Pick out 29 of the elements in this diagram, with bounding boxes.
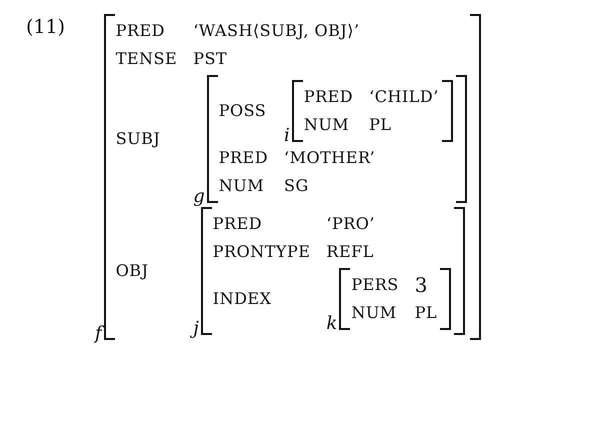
attribute-name: PRED <box>304 86 354 108</box>
attribute-name: POSS <box>218 100 268 122</box>
attribute-value: REFL <box>326 242 374 261</box>
attribute-name: PRED <box>212 213 264 235</box>
example-number: (11) <box>26 16 66 38</box>
attribute-value: PL <box>369 115 392 134</box>
attribute-name: PRED <box>116 20 166 42</box>
index-label: k <box>326 313 338 334</box>
attribute-name: SUBJ <box>116 128 162 150</box>
attribute-value: ‘MOTHER’ <box>284 148 376 167</box>
attribute-name: NUM <box>304 114 350 136</box>
attribute-value: 3 <box>414 273 428 297</box>
attribute-value: ‘CHILD’ <box>369 87 439 106</box>
index-label: i <box>284 125 290 146</box>
attribute-name: PERS <box>351 274 399 296</box>
attribute-name: PRONTYPE <box>212 241 310 263</box>
attribute-name: NUM <box>351 302 398 324</box>
attribute-name: OBJ <box>116 260 150 282</box>
attribute-name: PRED <box>218 147 268 169</box>
attribute-name: INDEX <box>212 288 272 310</box>
attribute-value: SG <box>284 176 309 195</box>
attribute-value: ‘WASH⟨SUBJ, OBJ⟩’ <box>193 21 360 40</box>
attribute-value: ‘PRO’ <box>326 214 375 233</box>
index-label: g <box>193 186 205 207</box>
attribute-name: TENSE <box>116 48 178 70</box>
attribute-name: NUM <box>218 175 266 197</box>
attribute-value: PST <box>193 49 228 68</box>
attribute-value: PL <box>414 303 438 322</box>
index-label: f <box>95 323 102 344</box>
